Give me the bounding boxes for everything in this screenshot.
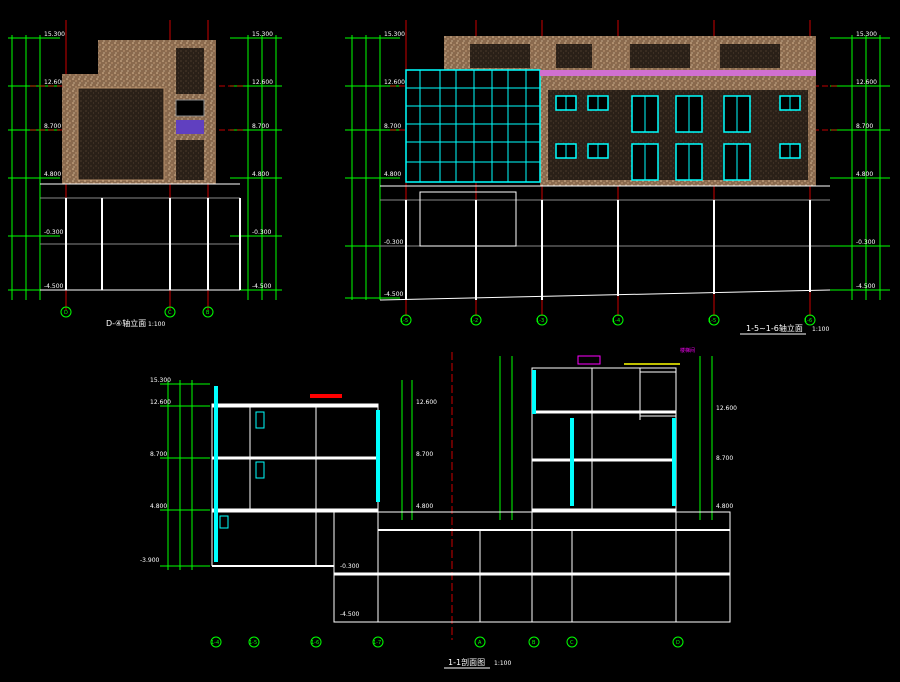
level-label: 12.600 — [150, 399, 171, 406]
level-label: -0.300 — [384, 239, 404, 246]
section-window-symbol — [219, 515, 229, 529]
elevation-main-axis-bubbles: 1-5 1-2 1-3 1-4 1-5 1-6 — [400, 314, 816, 326]
section-right-glazing-2 — [570, 418, 574, 506]
elevation-main-cornice — [540, 70, 816, 76]
axis-label: 1-4 — [612, 318, 620, 324]
level-label: 4.800 — [384, 171, 401, 178]
level-label: 15.300 — [384, 31, 405, 38]
level-label: 4.800 — [716, 503, 733, 510]
level-label: -3.900 — [140, 557, 160, 564]
section-1-1: 15.300 12.600 8.700 4.800 -3.900 12.600 … — [140, 347, 737, 669]
axis-label: D — [64, 310, 68, 316]
section-right-block — [531, 367, 677, 513]
axis-label: 1-6 — [804, 318, 812, 324]
elevation-d-substructure — [40, 183, 241, 291]
elevation-d-dims-right — [230, 35, 282, 300]
elevation-d-railing — [176, 120, 204, 134]
level-label: 15.300 — [252, 31, 273, 38]
elevation-main: 15.300 12.600 8.700 4.800 -0.300 -4.500 … — [345, 20, 890, 335]
axis-label: C — [570, 640, 574, 646]
level-label: 15.300 — [856, 31, 877, 38]
section-left-glazing — [214, 386, 218, 562]
level-label: 8.700 — [150, 451, 167, 458]
level-label: -4.500 — [44, 283, 64, 290]
axis-label: 1-4 — [211, 640, 219, 646]
section-room-label: 楼梯间 — [680, 347, 695, 354]
drawing-title: D-④轴立面 — [106, 318, 146, 328]
axis-label: 1-5 — [708, 318, 716, 324]
section-window-symbol — [255, 461, 265, 479]
level-label: 15.300 — [150, 377, 171, 384]
elevation-main-dims-right — [830, 35, 890, 300]
elevation-d-window-lower — [176, 140, 204, 180]
drawing-title: 1-1剖面图 — [448, 657, 485, 667]
section-left-glazing-2 — [376, 410, 380, 502]
drawing-scale: 1:100 — [494, 660, 511, 667]
section-room-tag — [577, 355, 601, 365]
section-axis-bubbles: 1-4 1-5 1-6 1-7 A B C D — [210, 636, 684, 648]
level-label: 12.600 — [384, 79, 405, 86]
section-basement — [333, 511, 731, 623]
axis-label: A — [478, 640, 482, 646]
axis-label: 1-7 — [373, 640, 381, 646]
level-label: -0.300 — [252, 229, 272, 236]
level-label: 12.600 — [252, 79, 273, 86]
section-left-block — [211, 403, 379, 620]
level-label: -4.500 — [856, 283, 876, 290]
level-label: 8.700 — [856, 123, 873, 130]
axis-label: 1-5 — [400, 318, 408, 324]
level-label: 8.700 — [44, 123, 61, 130]
level-label: 12.600 — [716, 405, 737, 412]
axis-label: 1-3 — [536, 318, 544, 324]
level-label: 12.600 — [44, 79, 65, 86]
level-label: -0.300 — [44, 229, 64, 236]
drawing-scale: 1:100 — [812, 326, 829, 333]
level-label: -0.300 — [856, 239, 876, 246]
axis-label: B — [206, 310, 210, 316]
section-dims-left — [160, 380, 210, 570]
level-label: -4.500 — [340, 611, 360, 618]
elevation-main-top-openings — [470, 44, 780, 68]
elevation-d-axis-bubbles: D C B — [60, 306, 214, 318]
elevation-main-substructure — [379, 185, 831, 301]
level-label: -4.500 — [384, 291, 404, 298]
level-label: 15.300 — [44, 31, 65, 38]
drawing-scale: 1:100 — [148, 321, 165, 328]
axis-label: C — [168, 310, 172, 316]
elevation-d-window-mid — [175, 99, 205, 117]
level-label: 8.700 — [384, 123, 401, 130]
elevation-main-window-mullions — [565, 96, 791, 180]
level-label: 8.700 — [416, 451, 433, 458]
level-label: 8.700 — [252, 123, 269, 130]
axis-label: D — [676, 640, 680, 646]
elevation-d-wall-panel — [77, 87, 165, 181]
level-label: 4.800 — [416, 503, 433, 510]
section-room-tag — [310, 394, 342, 398]
axis-label: 1-5 — [249, 640, 257, 646]
section-window-symbol — [255, 411, 265, 429]
level-label: 4.800 — [44, 171, 61, 178]
axis-label: B — [532, 640, 536, 646]
level-label: 4.800 — [856, 171, 873, 178]
axis-label: 1-6 — [311, 640, 319, 646]
elevation-d-dims-left — [8, 35, 60, 300]
elevation-d-window-upper — [176, 48, 204, 94]
section-right-glazing-3 — [672, 418, 676, 506]
level-label: -4.500 — [252, 283, 272, 290]
section-dims-mid — [401, 356, 713, 520]
level-label: 4.800 — [150, 503, 167, 510]
drawing-title: 1-5~1-6轴立面 — [746, 323, 803, 333]
section-right-glazing — [532, 370, 536, 414]
level-label: 8.700 — [716, 455, 733, 462]
level-label: 12.600 — [856, 79, 877, 86]
elevation-d: 15.300 12.600 8.700 4.800 -0.300 -4.500 … — [8, 20, 282, 328]
level-label: 4.800 — [252, 171, 269, 178]
level-label: 12.600 — [416, 399, 437, 406]
axis-label: 1-2 — [470, 318, 478, 324]
elevation-main-dims-left — [345, 35, 400, 300]
elevation-main-curtain-wall — [405, 69, 541, 183]
level-label: -0.300 — [340, 563, 360, 570]
